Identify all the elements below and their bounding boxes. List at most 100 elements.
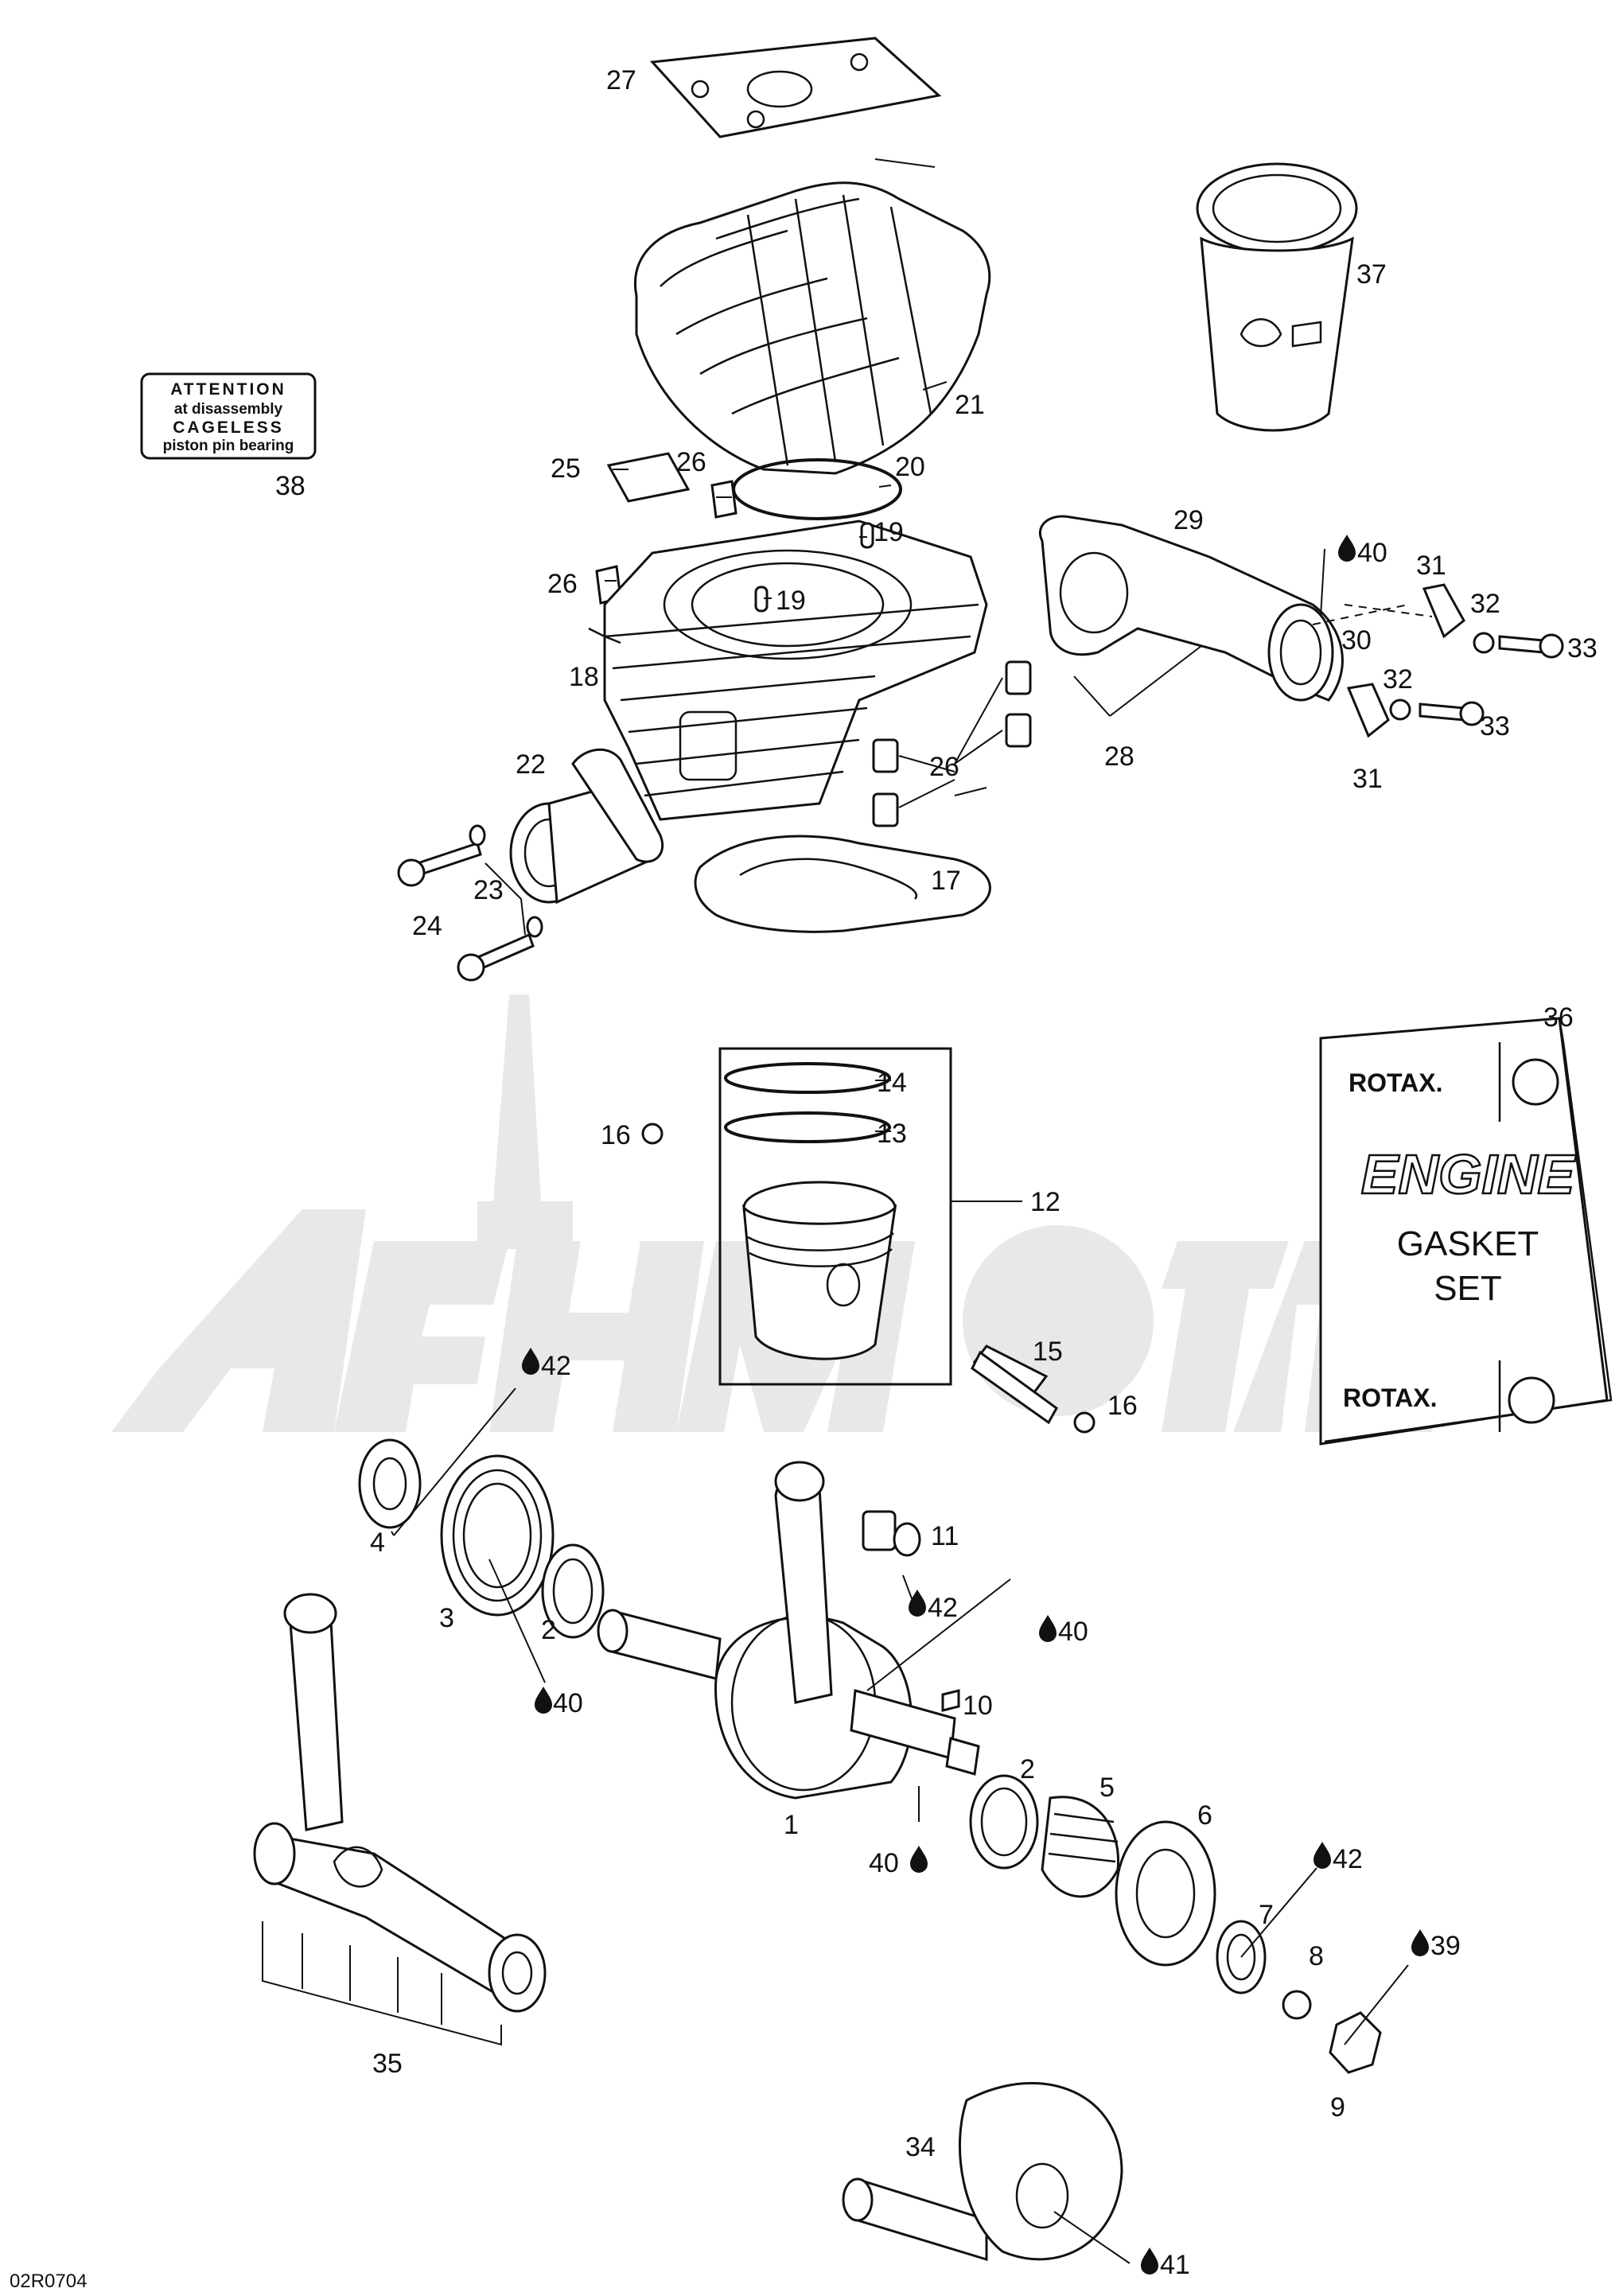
oil-drop-icon <box>1411 1929 1429 1956</box>
callout-31-lower: 31 <box>1352 764 1383 794</box>
oil-drop-icon <box>1338 535 1356 562</box>
callout-34: 34 <box>905 2132 936 2162</box>
callout-2-left: 2 <box>541 1615 556 1645</box>
callout-42-right: 42 <box>1333 1844 1363 1874</box>
callout-2-right: 2 <box>1020 1754 1035 1784</box>
callout-30: 30 <box>1341 625 1372 656</box>
callout-8: 8 <box>1309 1941 1324 1971</box>
callout-13: 13 <box>877 1119 907 1149</box>
callout-15: 15 <box>1033 1337 1063 1367</box>
oil-drop-icons <box>522 535 1429 2275</box>
callout-19-upper: 19 <box>874 517 904 547</box>
crank-left-seal-bearing <box>358 1438 605 1639</box>
callout-31-upper: 31 <box>1416 551 1446 581</box>
decal-line-2: at disassembly <box>174 401 283 418</box>
piston-pin <box>971 1345 1058 1425</box>
callout-19-lower: 19 <box>776 586 806 616</box>
callout-12: 12 <box>1030 1187 1061 1217</box>
callout-5: 5 <box>1099 1773 1115 1803</box>
oil-drop-icon <box>522 1348 539 1375</box>
gasket-set-line-3: SET <box>1434 1269 1502 1308</box>
base-gasket <box>694 835 991 933</box>
connecting-rod-assembly <box>253 1593 547 2013</box>
callout-10: 10 <box>963 1691 993 1721</box>
piston <box>742 1181 897 1360</box>
callout-39: 39 <box>1430 1931 1461 1961</box>
decal-line-4: piston pin bearing <box>163 438 294 454</box>
callout-26-left: 26 <box>547 569 578 599</box>
callout-1: 1 <box>784 1810 799 1840</box>
callout-16-lower: 16 <box>1107 1391 1138 1421</box>
attention-decal: ATTENTION at disassembly CAGELESS piston… <box>140 372 317 501</box>
oil-drop-icon <box>910 1846 928 1873</box>
cylinder-head <box>634 181 991 475</box>
callout-26-top: 26 <box>676 447 706 477</box>
piston-rings <box>724 1062 891 1143</box>
callout-40-bottom: 40 <box>869 1848 899 1878</box>
callout-14: 14 <box>877 1068 907 1098</box>
callout-40-left: 40 <box>553 1688 583 1718</box>
callout-7: 7 <box>1259 1900 1274 1930</box>
exhaust-deflector-parts <box>595 452 738 605</box>
callout-27: 27 <box>606 65 636 95</box>
callout-labels: 27 37 21 25 26 20 19 19 26 18 26 17 22 2… <box>10 65 1598 2292</box>
callout-4: 4 <box>370 1527 385 1558</box>
engine-gasket-set: ROTAX. ENGINE GASKET SET ROTAX. 36 <box>1319 1002 1613 1446</box>
callout-22: 22 <box>516 749 546 780</box>
callout-26-right: 26 <box>929 752 959 782</box>
gasket-set-brand-bottom: ROTAX. <box>1343 1383 1438 1412</box>
gasket-set-line-2: GASKET <box>1397 1224 1539 1263</box>
decal-line-1: ATTENTION <box>170 380 286 399</box>
callout-9: 9 <box>1330 2092 1345 2123</box>
leader-lines <box>391 158 1433 2264</box>
callout-25: 25 <box>551 453 581 484</box>
intake-manifold <box>509 748 664 905</box>
callout-11: 11 <box>931 1521 959 1551</box>
rotax-logo-icon <box>1512 1058 1559 1106</box>
crankshaft-half <box>842 2082 1123 2262</box>
crankshaft <box>597 1461 980 1800</box>
rotax-logo-icon-bottom <box>1508 1376 1555 1424</box>
callout-17: 17 <box>931 866 961 896</box>
oil-drop-icon <box>1313 1842 1331 1869</box>
callout-35: 35 <box>372 2049 403 2079</box>
cylinder <box>588 520 988 821</box>
oil-drop-icon <box>1141 2247 1158 2275</box>
callout-33-lower: 33 <box>1480 711 1510 741</box>
callout-42-left: 42 <box>541 1351 571 1381</box>
cylinder-sleeve <box>1196 162 1358 432</box>
callout-41: 41 <box>1160 2250 1190 2280</box>
callout-37: 37 <box>1356 259 1387 290</box>
crank-right-parts <box>969 1774 1382 2074</box>
exhaust-brackets <box>1346 583 1564 738</box>
cylinder-spacers <box>872 660 1032 827</box>
intake-bolts <box>397 824 543 982</box>
callout-28: 28 <box>1104 741 1134 772</box>
circlip-upper <box>641 1123 664 1145</box>
woodruff-key <box>941 1689 960 1712</box>
oil-drop-icon <box>1039 1615 1057 1642</box>
diagram-code: 02R0704 <box>10 2271 87 2292</box>
head-gasket <box>649 37 942 138</box>
piston-kit-frame <box>718 1047 952 1386</box>
callout-32-lower: 32 <box>1383 664 1413 695</box>
callout-20: 20 <box>895 452 925 482</box>
callout-3: 3 <box>439 1603 454 1633</box>
circlip-lower <box>1073 1411 1096 1434</box>
callout-6: 6 <box>1197 1800 1212 1831</box>
callout-16-upper: 16 <box>601 1120 631 1150</box>
callout-36: 36 <box>1543 1002 1574 1033</box>
callout-32-upper: 32 <box>1470 589 1500 619</box>
oil-drop-icon <box>909 1590 926 1617</box>
decal-line-3: CAGELESS <box>173 418 284 437</box>
callout-23: 23 <box>473 875 504 905</box>
gasket-set-brand-top: ROTAX. <box>1349 1068 1443 1097</box>
callout-33-upper: 33 <box>1567 633 1598 664</box>
callout-42-center: 42 <box>928 1593 958 1623</box>
gasket-set-title: ENGINE <box>1361 1143 1577 1205</box>
needle-bearing <box>862 1510 921 1557</box>
dowel-pin-upper <box>860 522 874 549</box>
callout-18: 18 <box>569 662 599 692</box>
callout-38: 38 <box>275 471 306 501</box>
